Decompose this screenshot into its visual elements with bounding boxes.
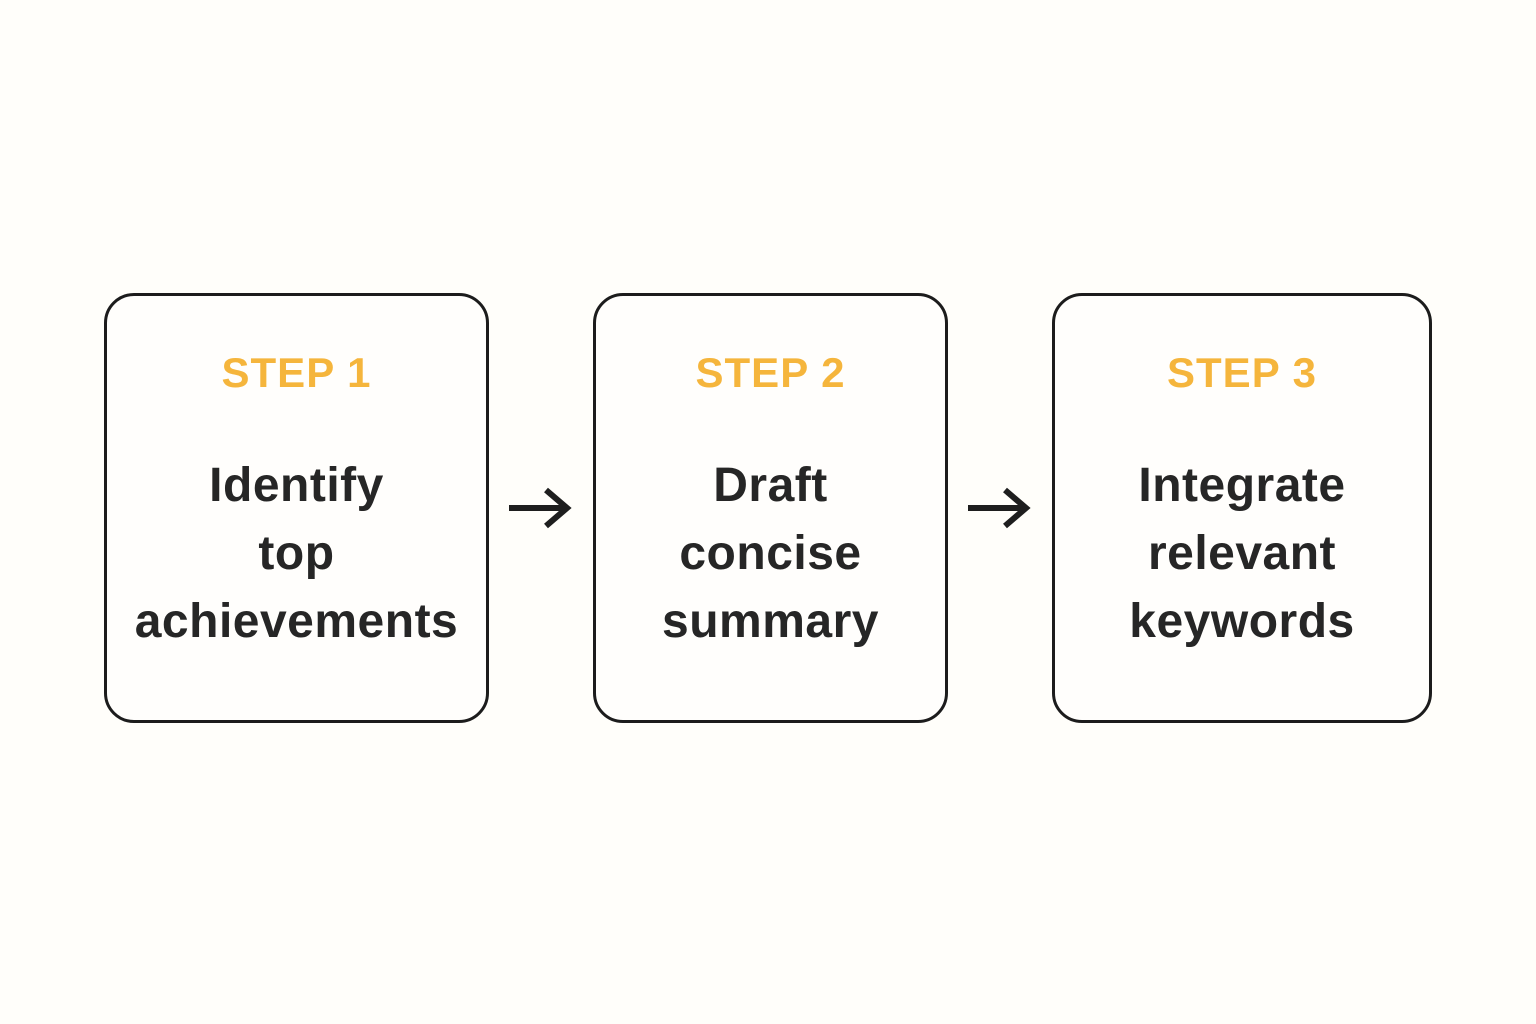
step-2-label: STEP 2 — [695, 349, 846, 396]
step-card-2: STEP 2 Draft concise summary — [593, 293, 948, 723]
step-3-description: Integrate relevant keywords — [1129, 452, 1354, 656]
step-card-3: STEP 3 Integrate relevant keywords — [1052, 293, 1432, 723]
step-3-line-1: Integrate — [1138, 459, 1346, 512]
step-3-line-2: relevant — [1147, 527, 1337, 580]
step-2-line-2: concise — [679, 527, 862, 580]
arrow-right-icon — [509, 487, 572, 529]
arrow-right-icon — [968, 487, 1031, 529]
step-1-line-2: top — [258, 527, 335, 580]
steps-row: STEP 1 Identify top achievements STEP 2 … — [104, 293, 1432, 723]
step-1-line-3: achievements — [134, 595, 459, 648]
step-2-line-1: Draft — [713, 459, 828, 512]
step-3-line-3: keywords — [1129, 595, 1355, 648]
step-card-1: STEP 1 Identify top achievements — [104, 293, 489, 723]
arrow-2 — [948, 484, 1052, 532]
step-2-line-3: summary — [662, 595, 879, 648]
step-1-label: STEP 1 — [221, 349, 372, 396]
step-1-line-1: Identify — [209, 459, 384, 512]
step-3-label: STEP 3 — [1167, 349, 1317, 396]
step-2-description: Draft concise summary — [662, 452, 879, 656]
arrow-1 — [489, 484, 593, 532]
step-1-description: Identify top achievements — [135, 452, 459, 656]
